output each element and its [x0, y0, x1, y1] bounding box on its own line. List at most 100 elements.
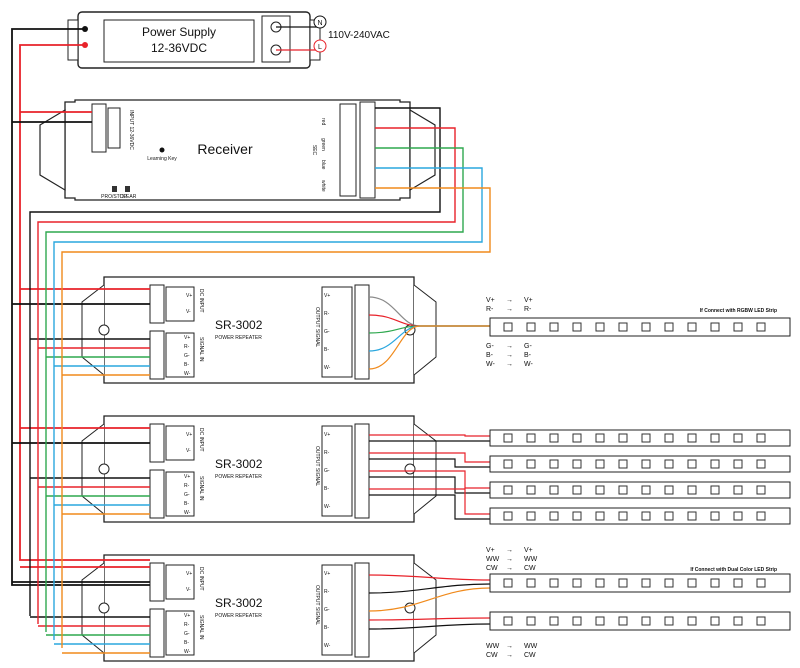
- single-strip-neg-2: [369, 458, 490, 468]
- led-chip: [595, 578, 605, 588]
- led-chip: [664, 616, 674, 626]
- led-chip: [664, 322, 674, 332]
- led-chip: [503, 459, 513, 469]
- repeater-right-flange: [413, 562, 437, 654]
- signal-in-term-R-: R-: [184, 622, 190, 628]
- led-chip: [664, 485, 674, 495]
- output-term-W-: W-: [324, 643, 331, 649]
- output-signal-label: OUTPUT SIGNAL: [314, 307, 320, 347]
- led-chip: [687, 485, 697, 495]
- receiver-ch-blue: blue: [320, 160, 326, 170]
- signal-in-label: SIGNAL IN: [198, 337, 204, 362]
- led-chip: [664, 459, 674, 469]
- led-chip: [572, 433, 582, 443]
- led-chip: [618, 433, 628, 443]
- ac-voltage-label: 110V-240VAC: [328, 30, 390, 41]
- repeater-left-hole: [98, 324, 110, 336]
- rgbw-bottom-to-0: G-: [524, 343, 532, 350]
- learning-key-label[interactable]: Learning Key: [147, 156, 177, 162]
- signal-wire-4: [61, 187, 491, 648]
- signal-in-term-G-: G-: [184, 631, 190, 637]
- dual-bottom-arrow-0: →: [506, 643, 513, 650]
- dc-vminus-label: V-: [186, 309, 191, 315]
- ac-input: N L 110V-240VAC: [276, 15, 390, 53]
- led-chip: [526, 511, 536, 521]
- dual-strip-1-vplus: [368, 574, 491, 581]
- led-chip: [641, 578, 651, 588]
- led-chip: [595, 433, 605, 443]
- signal-wire-2: [45, 147, 464, 632]
- led-chip: [756, 616, 766, 626]
- dual-top-to-1: WW: [524, 556, 538, 563]
- repeater-model: SR-3002: [215, 457, 263, 471]
- receiver-switch-2[interactable]: CLEAR: [120, 194, 137, 200]
- dc-vplus-label: V+: [186, 571, 192, 577]
- led-chip: [572, 459, 582, 469]
- rgbw-top-to-0: V+: [524, 297, 533, 304]
- dual-top-to-0: V+: [524, 547, 533, 554]
- signal-in-label-box: [165, 471, 195, 517]
- dual-bottom-arrow-1: →: [506, 652, 513, 659]
- led-chip: [549, 485, 559, 495]
- repeater-model: SR-3002: [215, 318, 263, 332]
- led-chip: [710, 322, 720, 332]
- output-term-G-: G-: [324, 468, 330, 474]
- led-chip: [756, 459, 766, 469]
- single-strip-pos-1: [369, 434, 490, 437]
- single-color-strip-3: [489, 481, 791, 499]
- repeater-right-hole: [404, 602, 416, 614]
- rgbw-strip: [489, 317, 791, 337]
- output-term-B-: B-: [324, 347, 329, 353]
- rgbw-bottom-from-1: B-: [486, 352, 494, 359]
- output-term-G-: G-: [324, 329, 330, 335]
- dual-top-from-1: WW: [486, 556, 500, 563]
- led-chip: [526, 433, 536, 443]
- led-chip: [733, 578, 743, 588]
- dc-input-terminal: [149, 562, 165, 602]
- single-strip-pos-2: [369, 452, 490, 463]
- output-terminal: [354, 562, 370, 658]
- led-chip: [572, 578, 582, 588]
- signal-in-term-B-: B-: [184, 362, 189, 368]
- repeater-right-flange: [413, 423, 437, 515]
- signal-in-term-V+: V+: [184, 335, 190, 341]
- single-strip-pos-3: [369, 470, 490, 489]
- led-chip: [641, 485, 651, 495]
- receiver-switch-1[interactable]: PRO/STOP: [101, 194, 127, 200]
- led-chip: [733, 433, 743, 443]
- led-chip: [687, 578, 697, 588]
- signal-in-term-V+: V+: [184, 613, 190, 619]
- led-chip: [756, 433, 766, 443]
- led-chip: [618, 459, 628, 469]
- led-chip: [641, 511, 651, 521]
- dual-strip-1-ww: [368, 583, 491, 594]
- led-chip: [733, 459, 743, 469]
- signal-in-term-B-: B-: [184, 501, 189, 507]
- led-chip: [641, 322, 651, 332]
- signal-in-term-G-: G-: [184, 353, 190, 359]
- ac-l-label: L: [318, 44, 322, 51]
- rgbw-top-to-1: R-: [524, 306, 532, 313]
- led-chip: [710, 616, 720, 626]
- led-chip: [549, 616, 559, 626]
- dual-bottom-to-1: CW: [524, 652, 536, 659]
- led-chip: [710, 433, 720, 443]
- repeater-left-hole: [98, 463, 110, 475]
- dual-strip-title: If Connect with Dual Color LED Strip: [690, 567, 777, 573]
- led-chip: [710, 578, 720, 588]
- rgbw-strip-title: If Connect with RGBW LED Strip: [700, 308, 777, 314]
- receiver-ch-red: red: [320, 118, 326, 125]
- receiver-ch-white: white: [320, 180, 326, 192]
- dual-top-arrow-1: →: [506, 556, 513, 563]
- power-supply-title: Power Supply: [142, 25, 216, 39]
- led-chip: [733, 322, 743, 332]
- dual-bottom-from-0: WW: [486, 643, 500, 650]
- led-chip: [756, 485, 766, 495]
- repeater-left-hole: [98, 602, 110, 614]
- dc-input-label: DC INPUT: [198, 289, 204, 313]
- output-term-G-: G-: [324, 607, 330, 613]
- single-strip-pos-4: [369, 488, 490, 515]
- dual-bottom-to-0: WW: [524, 643, 538, 650]
- dc-negative-bus: [11, 28, 150, 586]
